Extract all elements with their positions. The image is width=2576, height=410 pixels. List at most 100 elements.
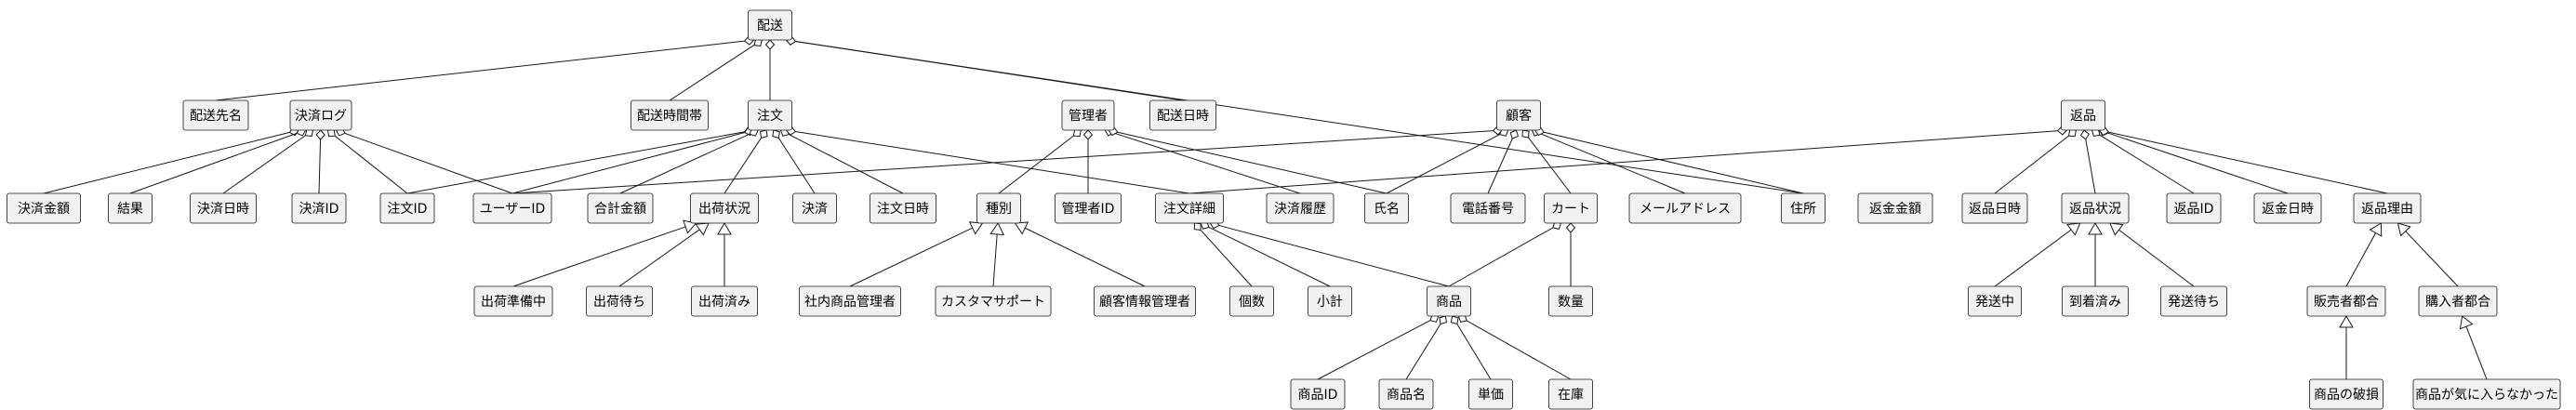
class-node: 商品ID <box>1290 378 1346 410</box>
aggregation-edge <box>1534 126 1804 194</box>
class-label: 注文ID <box>388 202 428 217</box>
aggregation-edge <box>1487 129 1520 194</box>
class-label: 結果 <box>117 202 143 217</box>
class-label: 到着済み <box>2069 295 2121 310</box>
edge-line <box>1456 324 1492 380</box>
class-label: 返金日時 <box>2262 202 2314 217</box>
aggregation-edge <box>1193 222 1253 287</box>
edge-line <box>1466 320 1572 380</box>
class-node: カスタマサポート <box>935 285 1052 317</box>
edge-line <box>1025 227 1146 287</box>
class-label: 顧客情報管理者 <box>1099 294 1190 310</box>
generalization-edge <box>512 219 697 287</box>
edge-line <box>998 135 1074 194</box>
class-node: 返品 <box>2061 99 2105 131</box>
class-label: 配送日時 <box>1157 109 1209 124</box>
aggregation-edge <box>1317 313 1440 380</box>
aggregation-edge <box>785 35 1804 194</box>
class-node: 種別 <box>976 192 1021 224</box>
aggregation-edge <box>1209 219 1450 287</box>
generalization-triangle <box>2369 222 2383 237</box>
edge-line <box>43 131 290 194</box>
aggregation-edge <box>1386 127 1509 194</box>
class-node: 返品日時 <box>1961 192 2028 224</box>
class-node: 注文ID <box>379 192 435 224</box>
class-box <box>1094 285 1196 317</box>
generalization-triangle <box>1014 221 1029 235</box>
class-box <box>2418 285 2498 317</box>
class-node: ユーザーID <box>472 192 552 224</box>
class-label: 決済履歴 <box>1274 202 1326 217</box>
edge-line <box>795 40 1804 194</box>
edge-line <box>2099 134 2195 194</box>
aggregation-edge <box>1450 315 1492 380</box>
class-label: 商品名 <box>1387 388 1426 403</box>
aggregation-diamond <box>760 129 768 139</box>
aggregation-edge <box>1448 220 1562 287</box>
aggregation-edge <box>619 127 759 194</box>
class-node: 発送待ち <box>2160 285 2227 317</box>
class-node: 決済 <box>792 192 837 224</box>
aggregation-edge <box>1082 129 1094 193</box>
edge-line <box>1188 130 2058 194</box>
generalization-triangle <box>717 222 732 235</box>
class-label: 販売者都合 <box>2314 295 2379 310</box>
edge-line <box>669 45 755 101</box>
class-box <box>108 192 153 224</box>
class-node: 配送先名 <box>182 99 249 131</box>
class-node: 決済ログ <box>289 99 352 131</box>
class-label: 商品が気に入らなかった <box>2415 388 2558 403</box>
class-node: 出荷準備中 <box>473 285 553 317</box>
aggregation-edge <box>326 129 408 194</box>
class-label: 注文詳細 <box>1163 202 1215 217</box>
generalization-triangle <box>989 222 1005 236</box>
edge-line <box>724 138 762 194</box>
generalization-triangle <box>695 222 710 236</box>
class-box <box>2166 192 2222 224</box>
class-node: 注文 <box>748 99 792 131</box>
class-node: 決済ID <box>291 192 347 224</box>
generalization-triangle <box>683 219 697 234</box>
class-box <box>587 192 654 224</box>
aggregation-edge <box>2098 126 2388 194</box>
class-node: 注文日時 <box>870 192 936 224</box>
class-label: 商品ID <box>1298 388 1338 403</box>
edge-line <box>512 226 686 287</box>
aggregation-diamond <box>764 39 776 50</box>
class-box <box>1628 192 1742 224</box>
class-node: 返品状況 <box>2061 192 2130 224</box>
edge-line <box>618 229 700 287</box>
aggregation-edge <box>1994 128 2077 194</box>
generalization-edge <box>2345 222 2383 287</box>
aggregation-edge <box>335 126 513 194</box>
edge-line <box>2465 326 2488 380</box>
class-label: 顧客 <box>1506 108 1532 124</box>
class-label: 住所 <box>1790 202 1816 217</box>
class-node: 商品名 <box>1378 378 1434 410</box>
class-node: 到着済み <box>2062 285 2129 317</box>
class-box <box>1290 378 1346 410</box>
class-node: 決済履歴 <box>1266 192 1334 224</box>
class-label: 決済金額 <box>18 202 70 217</box>
aggregation-edge <box>406 126 755 194</box>
class-node: 商品の破損 <box>2309 378 2383 410</box>
edge-line <box>215 40 745 101</box>
generalization-edge <box>717 222 732 286</box>
edge-line <box>2118 229 2195 287</box>
aggregation-edge <box>222 128 314 194</box>
class-node: 電話番号 <box>1450 192 1526 224</box>
class-label: 出荷待ち <box>593 295 645 310</box>
aggregation-edge <box>315 129 325 194</box>
edge-line <box>1544 131 1804 194</box>
class-box <box>1450 192 1526 224</box>
class-node: カート <box>1544 192 1598 224</box>
class-box <box>473 285 553 317</box>
class-label: 商品 <box>1436 295 1462 310</box>
edge-line <box>129 132 298 194</box>
class-box <box>1149 99 1216 131</box>
class-label: 数量 <box>1558 295 1584 310</box>
edge-line <box>2107 132 2289 194</box>
class-label: 商品の破損 <box>2314 388 2379 403</box>
nodes-layer: 配送配送先名決済ログ配送時間帯注文管理者配送日時顧客返品決済金額結果決済日時決済… <box>7 9 2561 410</box>
